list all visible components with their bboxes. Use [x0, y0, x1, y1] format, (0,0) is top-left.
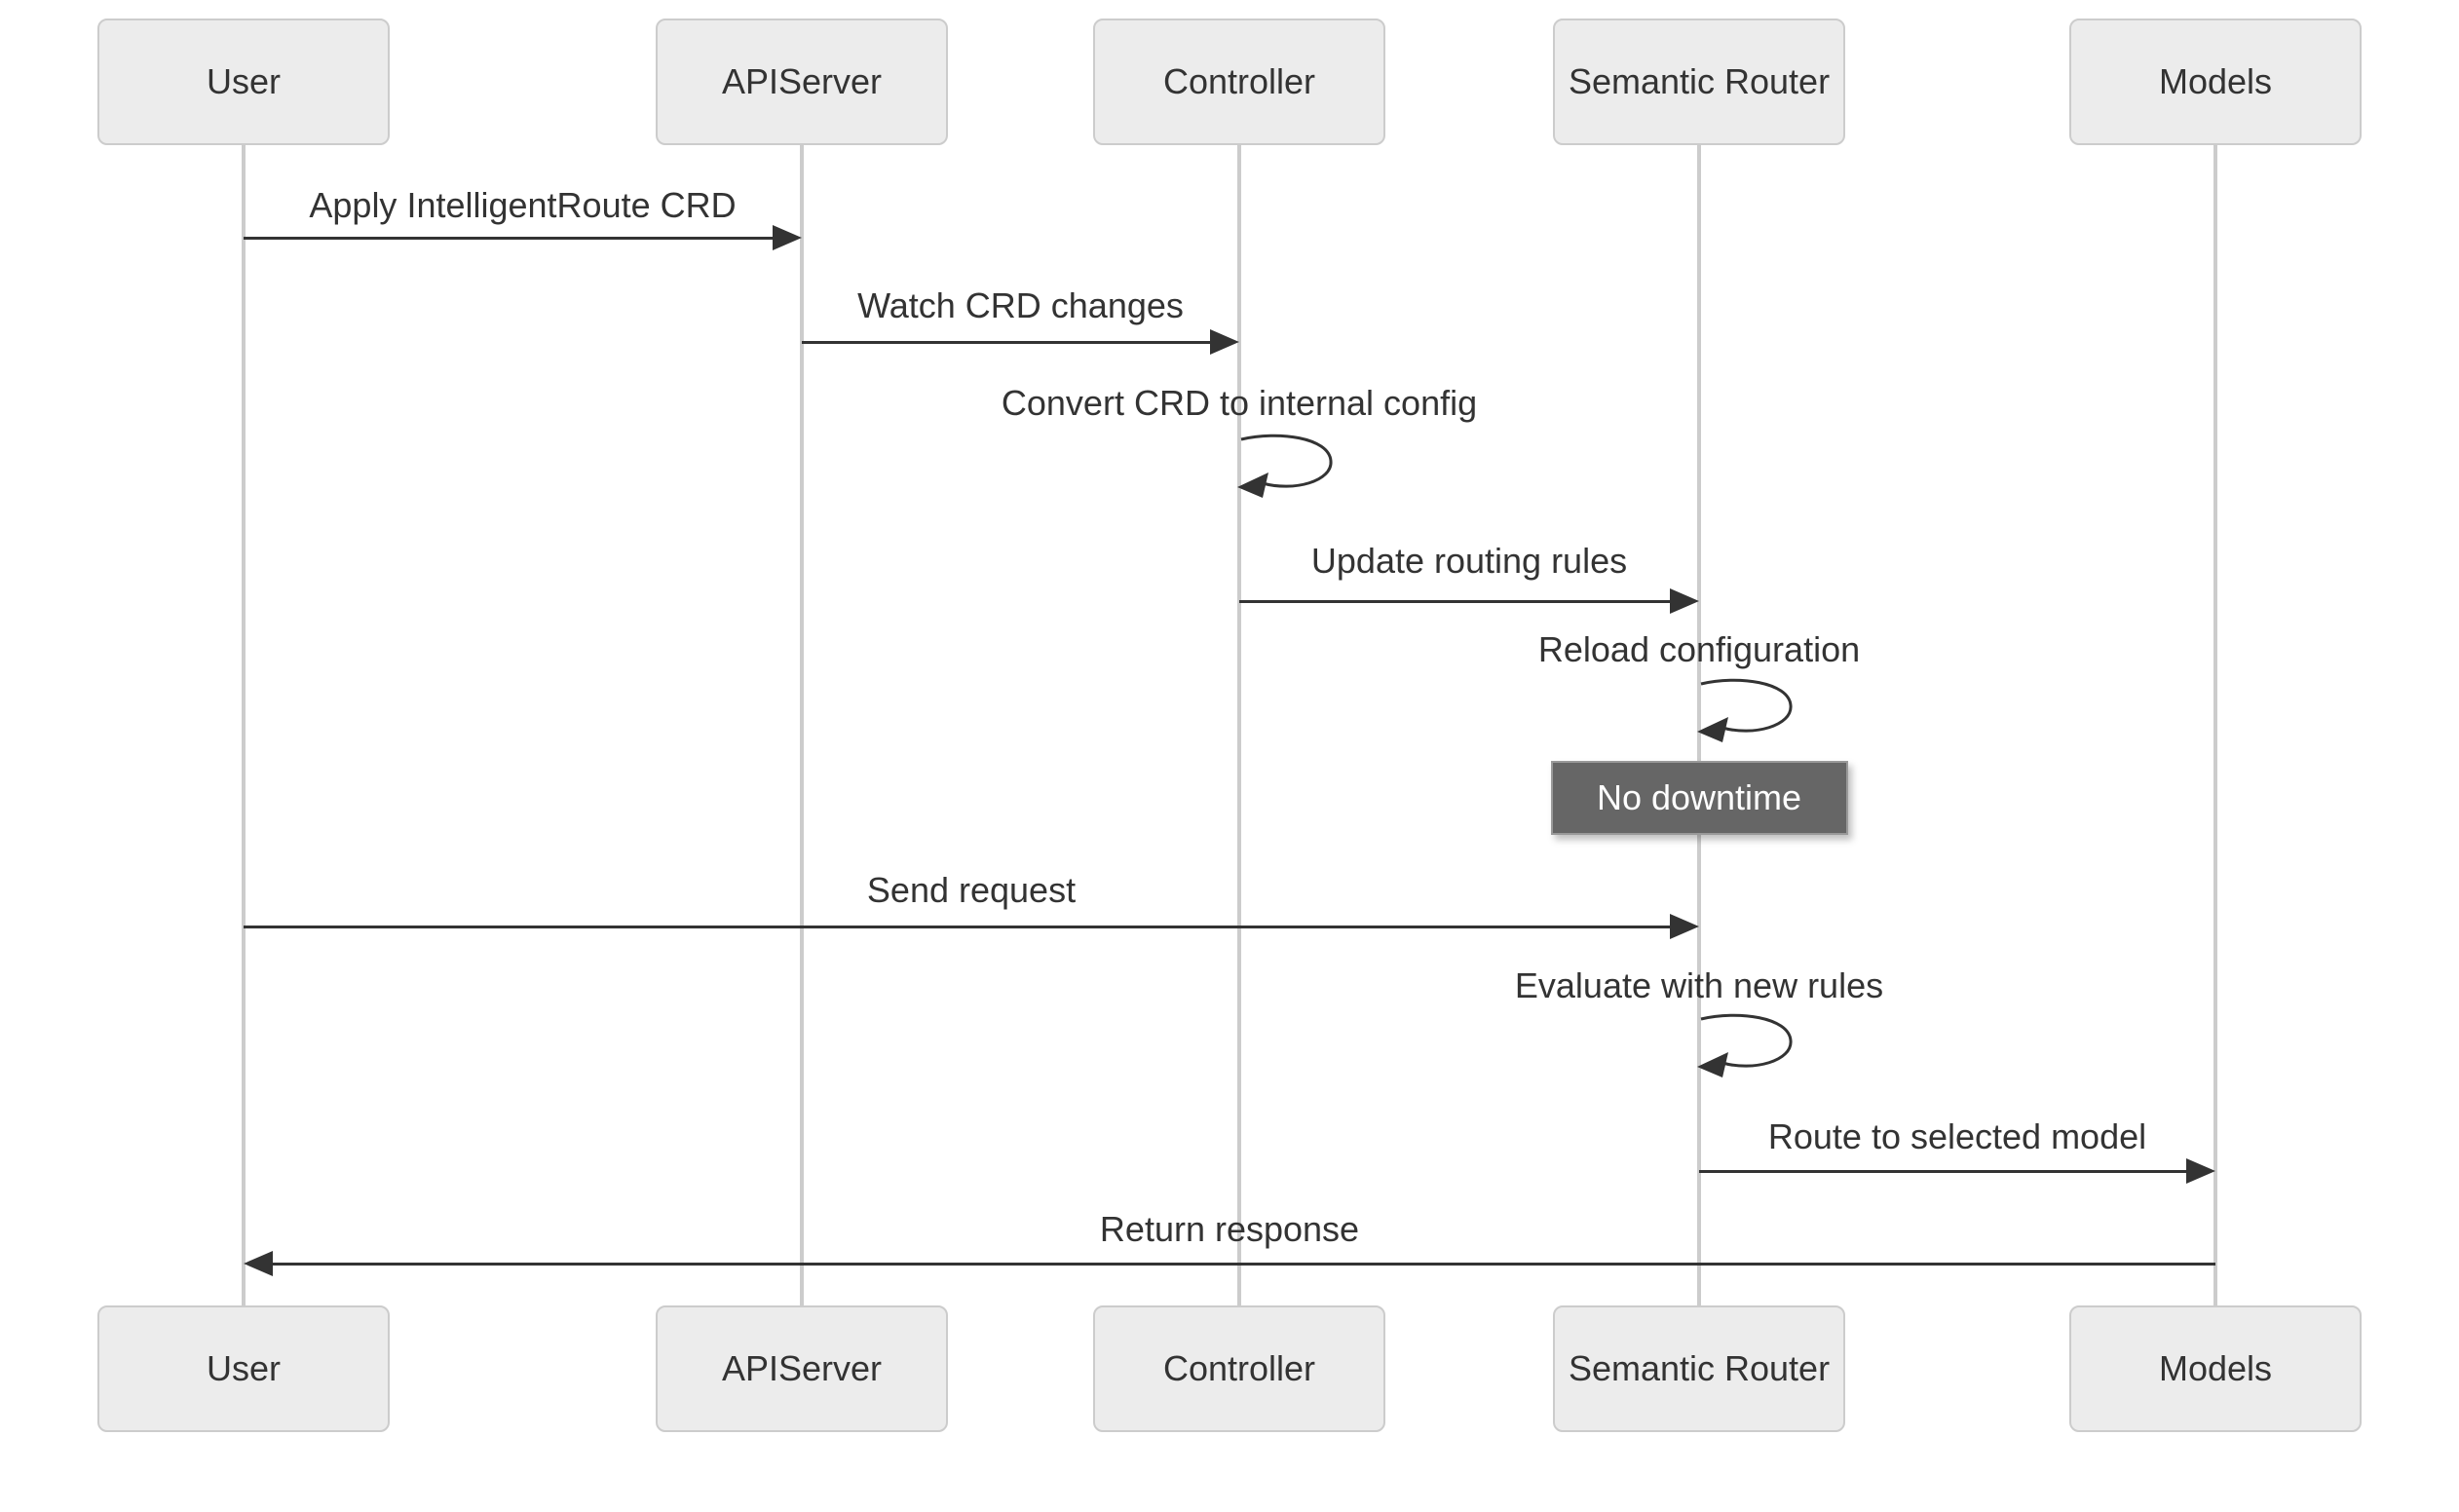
actor-box-top-models: Models: [2069, 19, 2362, 145]
self-loop-arrow: [1697, 1013, 1793, 1077]
lifeline-controller: [1237, 145, 1241, 1305]
note-label: No downtime: [1596, 777, 1802, 817]
actor-box-top-semantic-router: Semantic Router: [1553, 19, 1845, 145]
note-box: No downtime: [1550, 761, 1848, 835]
self-loop-arrowhead-icon: [1697, 717, 1728, 742]
actor-box-bottom-controller: Controller: [1093, 1305, 1385, 1432]
message-label: Watch CRD changes: [857, 285, 1184, 325]
message-arrow-line: [1699, 1170, 2190, 1173]
message-arrow-line: [1239, 600, 1674, 603]
actor-box-top-user: User: [97, 19, 390, 145]
self-message-label: Reload configuration: [1537, 629, 1861, 669]
lifeline-models: [2213, 145, 2217, 1305]
actor-label: APIServer: [721, 61, 883, 101]
self-loop-arrow: [1697, 678, 1793, 742]
arrowhead-right-icon: [2186, 1158, 2215, 1184]
message-label: Send request: [866, 870, 1077, 910]
actor-box-bottom-semantic-router: Semantic Router: [1553, 1305, 1845, 1432]
lifeline-semantic-router: [1697, 145, 1701, 1305]
actor-label: Models: [2158, 61, 2273, 101]
arrowhead-right-icon: [1670, 914, 1699, 939]
actor-label: Controller: [1162, 61, 1316, 101]
arrowhead-left-icon: [244, 1251, 273, 1276]
message-arrow-line: [244, 237, 776, 240]
actor-label: Models: [2158, 1348, 2273, 1388]
message-arrow-line: [802, 341, 1214, 344]
actor-box-bottom-user: User: [97, 1305, 390, 1432]
arrowhead-right-icon: [773, 225, 802, 250]
message-arrow-line: [269, 1263, 2215, 1266]
self-loop-arrowhead-icon: [1697, 1052, 1728, 1077]
message-label: Update routing rules: [1310, 541, 1628, 581]
message-label: Route to selected model: [1767, 1116, 2147, 1156]
actor-label: User: [206, 1348, 281, 1388]
actor-box-top-controller: Controller: [1093, 19, 1385, 145]
actor-box-top-apiserver: APIServer: [656, 19, 948, 145]
message-label: Return response: [1099, 1209, 1360, 1249]
self-loop-arrow: [1237, 434, 1333, 498]
message-arrow-line: [244, 926, 1674, 928]
actor-label: User: [206, 61, 281, 101]
lifeline-apiserver: [800, 145, 804, 1305]
actor-box-bottom-apiserver: APIServer: [656, 1305, 948, 1432]
actor-label: Semantic Router: [1568, 1348, 1831, 1388]
actor-box-bottom-models: Models: [2069, 1305, 2362, 1432]
actor-label: Semantic Router: [1568, 61, 1831, 101]
arrowhead-right-icon: [1210, 329, 1239, 355]
lifeline-user: [242, 145, 246, 1305]
self-message-label: Convert CRD to internal config: [1001, 383, 1478, 423]
actor-label: Controller: [1162, 1348, 1316, 1388]
self-message-label: Evaluate with new rules: [1514, 965, 1884, 1005]
message-label: Apply IntelligentRoute CRD: [309, 185, 737, 225]
self-loop-arrowhead-icon: [1237, 472, 1268, 498]
actor-label: APIServer: [721, 1348, 883, 1388]
arrowhead-right-icon: [1670, 588, 1699, 614]
